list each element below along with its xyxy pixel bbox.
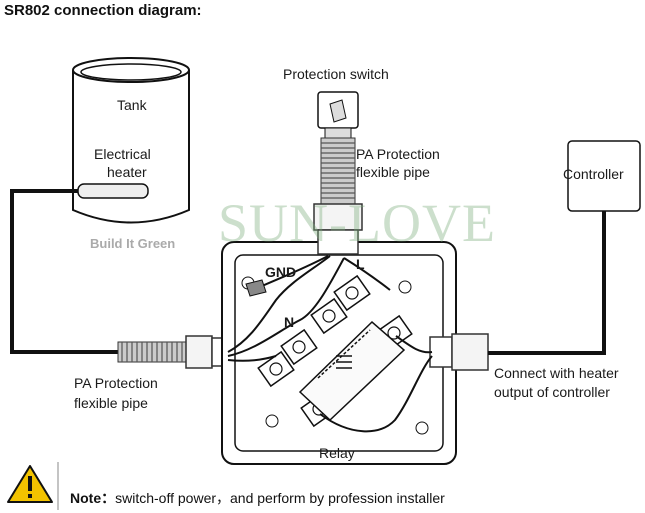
label-relay: Relay [319,445,355,461]
label-pa-pipe-top-1: PA Protection [356,146,440,162]
label-heater: heater [107,164,147,180]
heater-cable [10,189,118,354]
internal-wires [227,255,433,433]
junction-box [221,241,457,465]
label-connect-1: Connect with heater [494,365,619,381]
watermark-build-it-green: Build It Green [90,236,176,251]
label-n: N [284,314,295,330]
watermark-brand: SUN-LOVE [218,193,496,253]
right-cable-gland [429,333,489,371]
label-pa-pipe-top-2: flexible pipe [356,164,430,180]
protection-switch [313,91,363,255]
label-electrical: Electrical [94,146,151,162]
left-flexible-pipe [117,335,229,369]
label-controller: Controller [563,166,624,182]
page-title: SR802 connection diagram: [4,2,202,19]
safety-note: Note：switch-off power，and perform by pro… [70,488,445,508]
label-connect-2: output of controller [494,384,610,400]
warning-triangle-icon [7,465,53,503]
label-l: L [356,256,365,272]
label-pa-pipe-left-1: PA Protection [74,375,158,391]
gnd-clip [245,279,267,297]
label-pa-pipe-left-2: flexible pipe [74,395,148,411]
relay [298,320,406,422]
note-prefix: Note： [70,490,116,506]
label-tank: Tank [117,97,147,113]
label-protection-switch: Protection switch [283,66,389,82]
controller-cable [488,211,606,355]
note-text: switch-off power，and perform by professi… [115,490,445,506]
label-gnd: GND [265,264,297,280]
tank [72,57,190,224]
